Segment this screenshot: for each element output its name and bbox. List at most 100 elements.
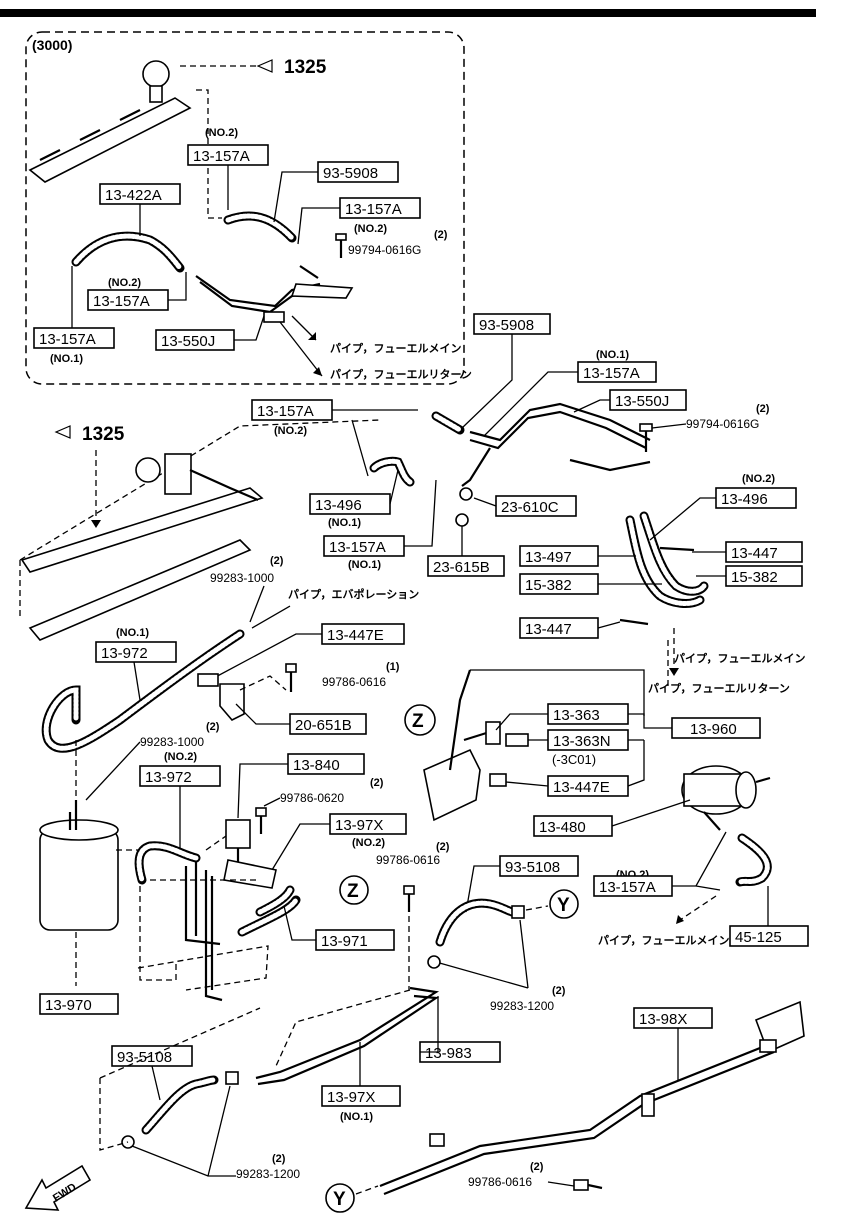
label-93-5908-b: 93-5908: [479, 317, 534, 334]
main-qty-j: (2): [272, 1153, 286, 1165]
main-bolt-d: 99786-0616: [322, 675, 386, 689]
z-marker-text-2: Z: [412, 711, 424, 732]
label-13-971: 13-971: [321, 933, 368, 950]
label-23-615B: 23-615B: [433, 559, 490, 576]
label-93-5108-a: 93-5108: [505, 859, 560, 876]
label-13-447-a: 13-447: [731, 545, 778, 562]
fwd-arrow-icon: FWD: [24, 1164, 92, 1211]
main-qty-b: (2): [756, 403, 770, 415]
ref-hand-icon-2: [54, 425, 71, 439]
main-qty-g: (2): [436, 841, 450, 853]
main-valve-icon: [135, 457, 161, 483]
main-no2-e: (NO.2): [742, 473, 775, 485]
label-13-970: 13-970: [45, 997, 92, 1014]
label-13-157A-h: 13-157A: [599, 879, 656, 896]
inset-no2-a: (NO.2): [205, 127, 238, 139]
label-93-5908-a: 93-5908: [323, 165, 378, 182]
label-13-98X: 13-98X: [639, 1011, 687, 1028]
label-15-382-a: 15-382: [525, 577, 572, 594]
label-13-363N: 13-363N: [553, 733, 611, 750]
main-jp-main-b: パイプ，フューエルメイン: [674, 651, 805, 665]
main-qty-k: (2): [530, 1161, 544, 1173]
main-no2-f: (NO.2): [164, 751, 197, 763]
label-13-157A-a: 13-157A: [193, 148, 250, 165]
main-no1-e: (NO.1): [116, 627, 149, 639]
code-3c01: (-3C01): [552, 752, 596, 767]
mounting-bracket: [423, 748, 481, 822]
label-13-422A: 13-422A: [105, 187, 162, 204]
z-marker-text: Z: [347, 881, 359, 902]
label-13-157A-f: 13-157A: [257, 403, 314, 420]
main-ref-1325: 1325: [82, 424, 125, 445]
label-13-97X-a: 13-97X: [335, 817, 383, 834]
main-no1-d: (NO.1): [348, 559, 381, 571]
inset-no2-b: (NO.2): [354, 223, 387, 235]
label-45-125: 45-125: [735, 929, 782, 946]
main-jp-evap: パイプ，エバポレーション: [288, 587, 419, 601]
label-13-363: 13-363: [553, 707, 600, 724]
inset-no2-c: (NO.2): [108, 277, 141, 289]
main-fuel-rail: [20, 487, 264, 573]
label-20-651B: 20-651B: [295, 717, 352, 734]
main-no2-d: (NO.2): [274, 425, 307, 437]
label-13-983: 13-983: [425, 1045, 472, 1062]
charcoal-canister: [39, 829, 119, 931]
solenoid-valve: [225, 819, 251, 849]
inset-no1-a: (NO.1): [50, 353, 83, 365]
label-15-382-b: 15-382: [731, 569, 778, 586]
main-clip-c: 99283-1000: [210, 571, 274, 585]
main-clip-i: 99283-1200: [490, 999, 554, 1013]
inset-bolt-a: 99794-0616G: [348, 243, 421, 257]
label-13-157A-b: 13-157A: [345, 201, 402, 218]
ref-hand-icon: [256, 59, 273, 73]
main-qty-e: (2): [206, 721, 220, 733]
top-rule: [0, 9, 816, 17]
main-qty-f: (2): [370, 777, 384, 789]
main-bolt-k: 99786-0616: [468, 1175, 532, 1189]
main-diagram: 1325 パイプ，フューエルメイン パイプ，フューエ: [19, 313, 809, 1213]
main-qty-i: (2): [552, 985, 566, 997]
label-13-447E-a: 13-447E: [327, 627, 384, 644]
z-marker-icon-2: [404, 704, 436, 736]
y-marker-icon-2: [325, 1183, 355, 1213]
inset-qty-a: (2): [434, 229, 448, 241]
y-marker-icon: [549, 889, 579, 919]
label-13-972-b: 13-972: [145, 769, 192, 786]
label-13-157A-g: 13-157A: [329, 539, 386, 556]
main-no1-f: (NO.1): [340, 1111, 373, 1123]
y-marker-text: Y: [557, 895, 570, 916]
label-13-496-b: 13-496: [315, 497, 362, 514]
label-13-496-a: 13-496: [721, 491, 768, 508]
main-bolt-f: 99786-0620: [280, 791, 344, 805]
main-jp-main-c: パイプ，フューエルメイン: [598, 933, 729, 947]
label-13-960: 13-960: [690, 721, 737, 738]
label-13-97X-b: 13-97X: [327, 1089, 375, 1106]
main-no1-c: (NO.1): [328, 517, 361, 529]
label-13-157A-d: 13-157A: [39, 331, 96, 348]
inset-jp-return: パイプ，フューエルリターン: [330, 367, 472, 381]
z-marker-icon: [339, 875, 369, 905]
main-no1-b: (NO.1): [596, 349, 629, 361]
label-13-550J-b: 13-550J: [615, 393, 669, 410]
inset-jp-main: パイプ，フューエルメイン: [330, 341, 461, 355]
inset-title: (3000): [32, 37, 72, 53]
label-13-157A-e: 13-157A: [583, 365, 640, 382]
label-13-447-b: 13-447: [525, 621, 572, 638]
main-qty-c: (2): [270, 555, 284, 567]
label-23-610C: 23-610C: [501, 499, 559, 516]
main-bolt-b: 99794-0616G: [686, 417, 759, 431]
label-13-972-a: 13-972: [101, 645, 148, 662]
main-clip-e: 99283-1000: [140, 735, 204, 749]
inset-ref-1325: 1325: [284, 57, 327, 78]
inset-fuel-rail: [28, 97, 192, 183]
y-marker-text-2: Y: [333, 1189, 346, 1210]
label-13-157A-c: 13-157A: [93, 293, 150, 310]
main-qty-d: (1): [386, 661, 400, 673]
label-13-550J-a: 13-550J: [161, 333, 215, 350]
label-13-497: 13-497: [525, 549, 572, 566]
main-jp-return-b: パイプ，フューエルリターン: [648, 681, 790, 695]
label-13-840: 13-840: [293, 757, 340, 774]
main-bolt-g: 99786-0616: [376, 853, 440, 867]
label-93-5108-b: 93-5108: [117, 1049, 172, 1066]
